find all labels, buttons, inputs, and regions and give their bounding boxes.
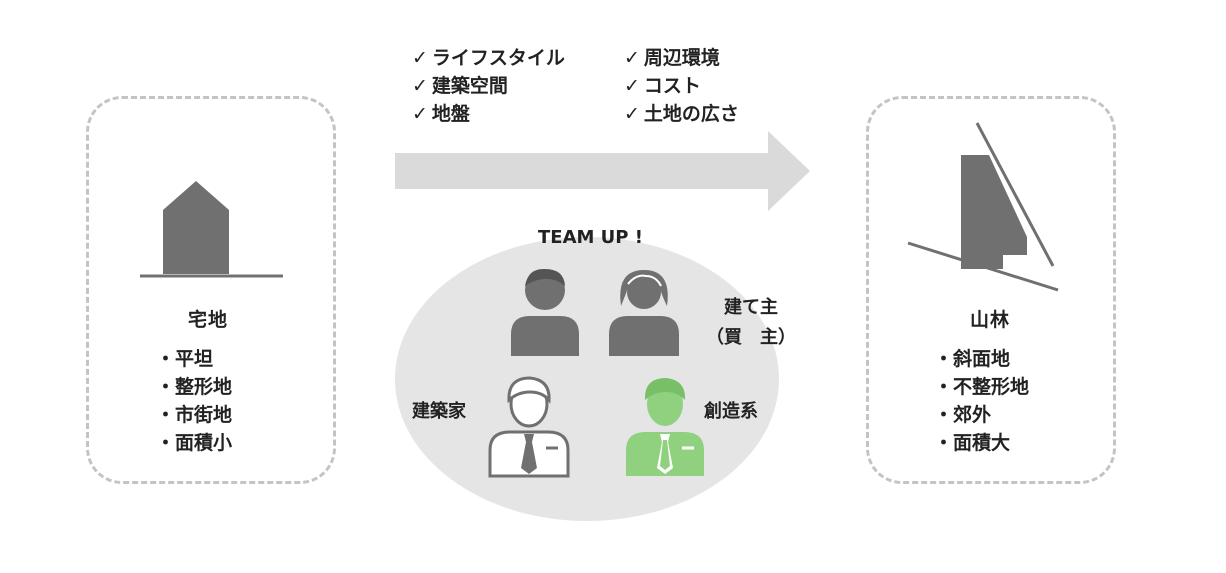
team-up-title: TEAM UP ! — [538, 227, 643, 248]
check-item: コスト — [624, 72, 739, 100]
list-item: 市街地 — [156, 401, 232, 429]
list-item: 斜面地 — [934, 345, 1029, 373]
team-ellipse — [395, 237, 779, 521]
list-item: 整形地 — [156, 373, 232, 401]
list-item: 不整形地 — [934, 373, 1029, 401]
list-item: 面積小 — [156, 429, 232, 457]
creator-label: 創造系 — [704, 401, 758, 422]
check-item: 建築空間 — [412, 72, 565, 100]
architect-icon — [488, 376, 570, 478]
architect-label: 建築家 — [412, 401, 466, 422]
forest-land-panel — [866, 96, 1116, 484]
residential-land-title: 宅地 — [188, 309, 229, 331]
owner-label-line2: （買 主） — [706, 327, 796, 348]
check-item: 地盤 — [412, 100, 565, 128]
forest-land-title: 山林 — [970, 309, 1011, 331]
check-item: ライフスタイル — [412, 44, 565, 72]
list-item: 平坦 — [156, 345, 232, 373]
house-icon — [140, 181, 283, 278]
check-item: 周辺環境 — [624, 44, 739, 72]
owner-female-icon — [609, 270, 679, 356]
creator-icon — [626, 378, 704, 476]
forest-land-attributes: 斜面地 不整形地 郊外 面積大 — [934, 345, 1029, 457]
check-item: 土地の広さ — [624, 100, 739, 128]
slope-building-icon — [907, 122, 1059, 292]
owner-label-line1: 建て主 — [724, 297, 778, 318]
owner-label: 建て主 （買 主） — [706, 293, 796, 353]
right-arrow-icon — [395, 131, 810, 211]
list-item: 郊外 — [934, 401, 1029, 429]
owner-male-icon — [511, 268, 579, 356]
list-item: 面積大 — [934, 429, 1029, 457]
checklist-column-1: ライフスタイル 建築空間 地盤 — [412, 44, 565, 128]
checklist-column-2: 周辺環境 コスト 土地の広さ — [624, 44, 739, 128]
residential-land-panel — [86, 96, 336, 484]
residential-land-attributes: 平坦 整形地 市街地 面積小 — [156, 345, 232, 457]
